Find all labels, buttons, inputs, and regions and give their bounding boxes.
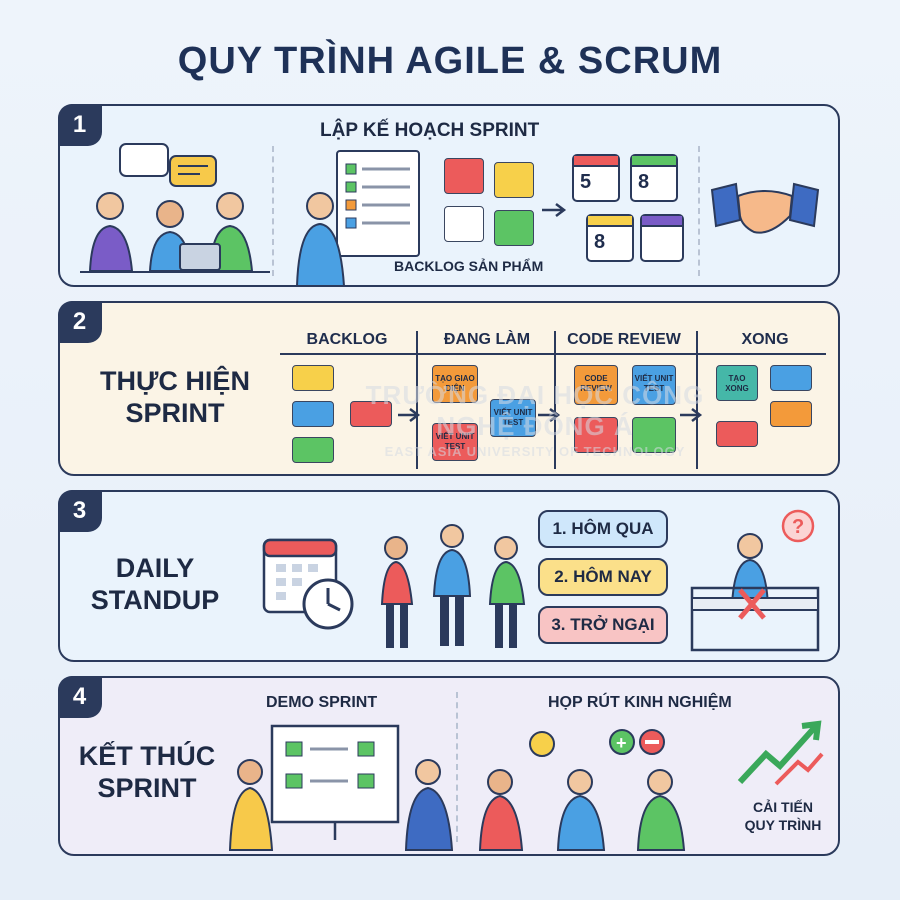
blocker-illustration: ? [690,509,820,652]
task-card: TẠO GIAO DIỆN [432,365,478,403]
task-card [574,417,618,453]
calendar-icon: 8 [630,154,678,202]
sticky-note [494,162,534,198]
standup-question-2: 2. HÔM NAY [538,558,668,596]
calendar-number: 5 [580,171,592,193]
standup-question-1: 1. HÔM QUA [538,510,668,548]
step-4-panel: 4 KẾT THÚC SPRINT DEMO SPRINT HỌP RÚT KI… [57,675,840,856]
svg-text:?: ? [792,516,804,538]
page-title: QUY TRÌNH AGILE & SCRUM [177,40,723,82]
arrow-right-icon [538,408,561,422]
task-card [632,417,676,453]
task-card [770,365,812,391]
task-card-label: TẠO XONG [725,374,749,393]
step-number: 1 [57,103,102,146]
task-card [716,421,758,447]
task-card [350,401,392,427]
task-card: VIẾT UNIT TEST [490,399,536,437]
standup-question-3: 3. TRỞ NGẠI [538,606,668,644]
arrow-right-icon [398,408,421,422]
task-card [292,401,334,427]
sticky-note [444,158,484,194]
backlog-checklist-illustration [295,150,420,287]
task-card [770,401,812,427]
task-card-label: VIẾT UNIT TEST [493,408,533,427]
task-card [292,437,334,463]
task-card: TẠO XONG [716,365,758,401]
calendar-icon: 5 [572,154,620,202]
handshake-icon [710,182,820,234]
task-card-label: TẠO GIAO DIỆN [435,374,475,393]
trend-up-icon [737,720,824,786]
calendar-number: 8 [638,171,650,193]
task-card: CODE REVIEW [574,365,618,405]
standup-team-illustration [380,524,526,648]
task-card [292,365,334,391]
step-title: DAILY STANDUP [90,553,220,615]
step-title: KẾT THÚC SPRINT [78,741,216,803]
step-number: 3 [57,489,102,532]
column-header: CODE REVIEW [567,331,681,348]
step-3-panel: 3 DAILY STANDUP 1. HÔM QUA 2. HÔM NAY 3.… [57,489,840,662]
retro-title: HỌP RÚT KINH NGHIỆM [548,694,732,711]
watermark: TRƯỜNG ĐẠI HỌC CÔNG NGHỆ ĐÔNG Á EAST ASI… [365,380,705,459]
demo-board-illustration [228,724,454,851]
sticky-note [494,210,534,246]
task-card: VIẾT UNIT TEST [632,365,676,405]
calendar-clock-icon [262,538,354,630]
calendar-number: 8 [594,231,606,253]
improve-caption: CẢI TIẾN QUY TRÌNH [744,799,822,833]
column-header: BACKLOG [306,331,388,348]
step-title: THỰC HIỆN SPRINT [100,366,250,428]
task-card-label: VIẾT UNIT TEST [634,374,674,393]
arrow-right-icon [542,203,567,217]
arrow-right-icon [680,408,703,422]
step-1-panel: 1 LẬP KẾ HOẠCH SPRINT BACKLOG [57,103,840,287]
calendar-icon [640,214,684,262]
task-card-label: CODE REVIEW [580,374,612,393]
sticky-note [444,206,484,242]
team-meeting-illustration [80,143,270,273]
retrospective-illustration: + [478,729,686,851]
step-title: LẬP KẾ HOẠCH SPRINT [320,120,540,141]
watermark-line: EAST ASIA UNIVERSITY OF TECHNOLOGY [384,444,686,459]
backlog-caption: BACKLOG SẢN PHẨM [394,258,544,274]
step-2-panel: 2 THỰC HIỆN SPRINT BACKLOG ĐANG LÀM CODE… [57,300,840,476]
column-header: XONG [741,331,789,348]
watermark-line: TRƯỜNG ĐẠI HỌC CÔNG NGHỆ ĐÔNG Á [365,380,705,441]
demo-title: DEMO SPRINT [266,694,378,711]
calendar-icon: 8 [586,214,634,262]
step-number: 2 [57,300,102,343]
task-card-label: VIẾT UNIT TEST [435,432,475,451]
svg-text:+: + [616,733,627,753]
step-number: 4 [57,675,102,718]
column-header: ĐANG LÀM [443,331,531,348]
task-card: VIẾT UNIT TEST [432,423,478,461]
